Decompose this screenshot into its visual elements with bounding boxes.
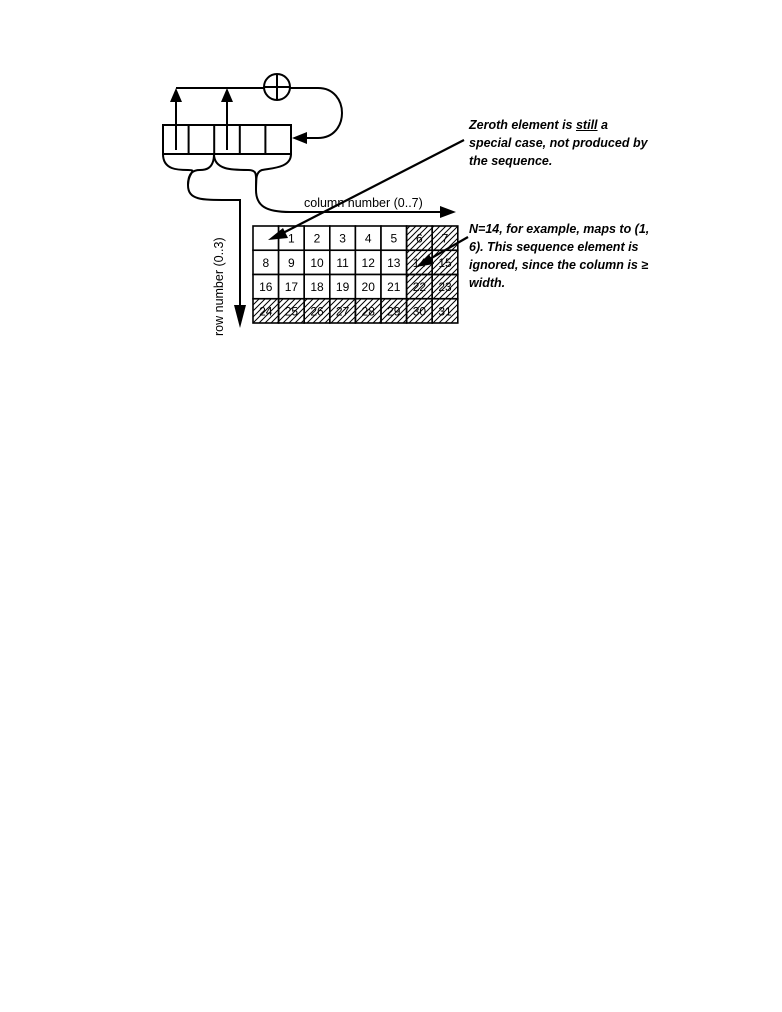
grid-cell-ignored: 23: [431, 273, 459, 300]
grid-cell-label: 6: [416, 232, 423, 246]
grid-cell-label: 22: [413, 280, 427, 294]
tap-arrowhead: [221, 88, 233, 102]
row-brace-right: [187, 153, 215, 186]
grid-cell-label: 29: [387, 304, 401, 318]
grid-cell-label: 4: [365, 232, 372, 246]
grid-cell: 11: [328, 249, 357, 276]
feedback-return-line: [290, 87, 343, 139]
zeroth-element-note: Zeroth element is still a special case, …: [469, 118, 648, 168]
grid-cell-label: 17: [285, 280, 299, 294]
grid-cell-ignored: 26: [303, 297, 331, 324]
grid-cell: 13: [380, 249, 408, 276]
grid-cell-label: 1: [288, 232, 295, 246]
grid-cell-label: 19: [336, 280, 350, 294]
grid-cell-label: 9: [288, 256, 295, 270]
grid-cell-label: 7: [442, 232, 449, 246]
grid-cell-label: 31: [438, 304, 452, 318]
example-pointer-arrowhead: [416, 254, 434, 267]
example-note: N=14, for example, maps to (1, 6). This …: [469, 222, 650, 290]
grid-cell-label: 26: [310, 304, 324, 318]
grid-cell: 8: [252, 249, 280, 276]
grid-cell-ignored: 24: [252, 297, 280, 324]
grid-cell-ignored: 7: [431, 225, 459, 252]
grid-cell-ignored: 6: [405, 225, 434, 252]
feedback-arrowhead: [292, 132, 307, 144]
register-braces: [162, 153, 456, 328]
column-axis-label: column number (0..7): [304, 196, 423, 210]
xor-symbol: [263, 73, 291, 101]
grid-cell-ignored: 27: [328, 297, 357, 324]
grid-cell-label: 2: [314, 232, 321, 246]
grid-cell-label: 13: [387, 256, 401, 270]
grid-cell: 21: [380, 273, 408, 300]
grid-cell: 16: [252, 273, 280, 300]
column-brace-right: [255, 153, 292, 191]
grid-cell-label: 12: [362, 256, 376, 270]
tap-arrowhead: [170, 88, 182, 102]
zeroth-pointer-arrowhead: [268, 228, 288, 240]
grid-cell: 18: [303, 273, 331, 300]
column-axis-arrowhead: [440, 206, 456, 218]
grid-cell-label: 30: [413, 304, 427, 318]
example-pointer-line: [427, 236, 469, 261]
grid-cell-label: 23: [438, 280, 452, 294]
row-axis-label: row number (0..3): [212, 237, 226, 336]
grid-cell-label: 27: [336, 304, 350, 318]
grid-cell-label: 25: [285, 304, 299, 318]
grid-cell: 12: [354, 249, 382, 276]
grid-cell: 10: [303, 249, 331, 276]
grid-cell: 5: [380, 225, 408, 252]
grid-cell-label: 5: [390, 232, 397, 246]
grid-cell-ignored: 31: [431, 297, 459, 324]
grid-cell-ignored: 25: [277, 297, 306, 324]
grid-cell: 19: [328, 273, 357, 300]
grid-cell-label: 20: [362, 280, 376, 294]
grid-cell-label: 11: [336, 256, 349, 270]
annotation-arrows: [268, 139, 469, 267]
grid-cell-label: 3: [339, 232, 346, 246]
row-brace: [162, 153, 241, 305]
grid-cell-ignored: 30: [405, 297, 434, 324]
grid-cell-label: 18: [310, 280, 324, 294]
feedback-path: [170, 73, 343, 150]
zeroth-pointer-line: [280, 139, 465, 235]
row-axis-arrowhead: [234, 305, 246, 328]
grid-cell-ignored: 22: [405, 273, 434, 300]
emphasis-still: still: [575, 118, 598, 132]
grid-cell-label: 8: [262, 256, 269, 270]
grid-cell: 20: [354, 273, 382, 300]
grid-cell: 2: [303, 225, 331, 252]
grid-cell: 9: [277, 249, 306, 276]
grid-cell-label: 28: [362, 304, 376, 318]
grid-cell-label: 15: [438, 256, 452, 270]
column-label-backing: [300, 195, 432, 209]
grid-cell-label: 14: [413, 256, 427, 270]
grid-cell: 3: [328, 225, 357, 252]
grid-cell-ignored: 28: [354, 297, 382, 324]
grid-cell-label: 24: [259, 304, 273, 318]
grid-cell-label: 21: [387, 280, 401, 294]
grid-cell: 4: [354, 225, 382, 252]
grid-cell-label: 16: [259, 280, 273, 294]
grid-cell-label: 10: [310, 256, 324, 270]
grid-cell: 17: [277, 273, 306, 300]
grid-cell-ignored: 29: [380, 297, 408, 324]
grid-cell-ignored: 14: [405, 249, 434, 276]
grid-cell-ignored: 15: [431, 249, 459, 276]
